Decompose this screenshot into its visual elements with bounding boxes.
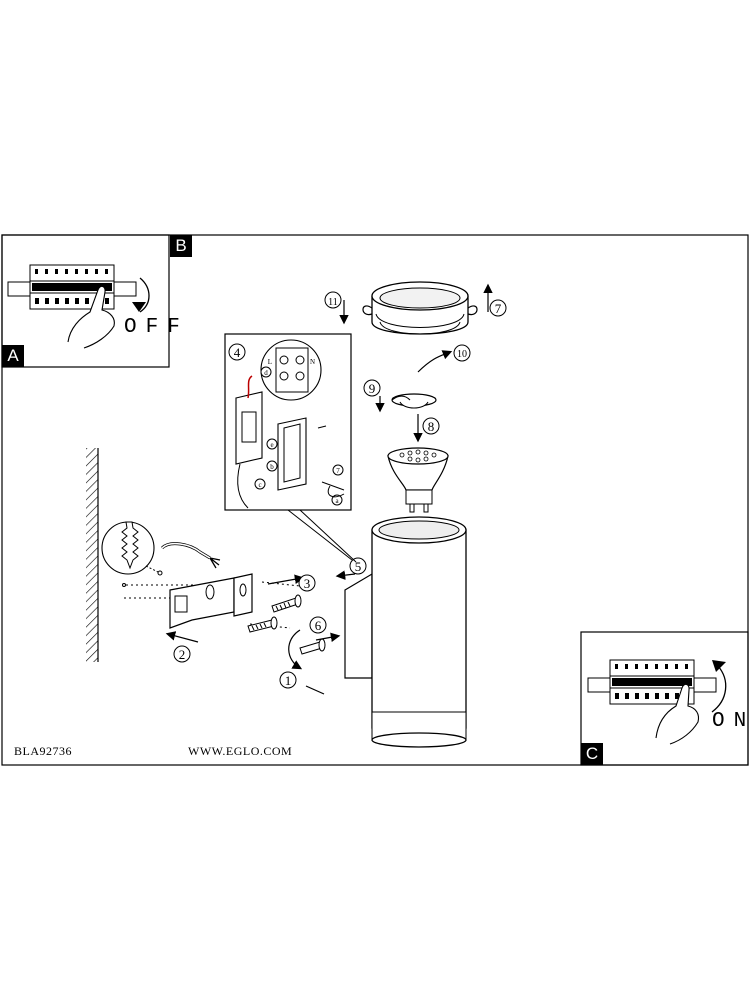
- terminal-l-label: L: [268, 358, 272, 366]
- hand-icon: [655, 683, 700, 745]
- screw-icon: [299, 638, 326, 655]
- lamp-body-icon: [344, 516, 467, 748]
- breaker-panel-icon: [7, 264, 137, 310]
- panel-c: [580, 631, 749, 766]
- step-4-number: 4: [234, 345, 241, 360]
- terminal-n-label: N: [310, 358, 315, 366]
- step-5-number: 5: [355, 559, 362, 574]
- breaker-panel-icon: [587, 659, 717, 705]
- panel-b: [1, 234, 170, 368]
- wall: [86, 448, 99, 662]
- panel-a-label: A: [2, 345, 24, 367]
- panel-b-label: B: [170, 235, 192, 257]
- step-11-number: 11: [328, 297, 338, 308]
- step-9-number: 9: [369, 381, 376, 396]
- glass-cover-icon: [371, 281, 469, 335]
- hand-icon: [67, 285, 115, 349]
- wiring-detail: 4 L N d e b c 7 a: [224, 333, 357, 563]
- rotate-arrow-icon: [139, 277, 150, 313]
- step-2-number: 2: [179, 647, 186, 662]
- screw-icon: [247, 616, 278, 633]
- step-markers: 3 2 6 1 5 7 11 10 9 8: [173, 291, 507, 689]
- detail-c-label: c: [258, 481, 261, 489]
- led-bulb-icon: [387, 447, 449, 513]
- step-8-number: 8: [428, 419, 435, 434]
- step-6-number: 6: [315, 618, 322, 633]
- detail-d-label: d: [264, 369, 268, 377]
- panel-c-label: C: [581, 743, 603, 765]
- step-1-number: 1: [285, 673, 292, 688]
- bracket-icon: [169, 573, 253, 629]
- rotate-arrow-icon: [711, 665, 727, 713]
- step-10-number: 10: [457, 349, 467, 360]
- detail-a-label: a: [335, 497, 339, 505]
- screw-icon: [271, 594, 302, 613]
- wall-plug-icon: [101, 521, 163, 576]
- detail-step-7-label: 7: [336, 467, 340, 475]
- off-text: OFF: [124, 316, 189, 339]
- detail-b-label: b: [270, 463, 274, 471]
- step-3-number: 3: [304, 576, 311, 591]
- model-number: BLA92736: [14, 744, 72, 758]
- step-7-number: 7: [495, 301, 502, 316]
- sheet-border: [1, 234, 749, 766]
- on-text: ON: [712, 710, 750, 733]
- website-text: WWW.EGLO.COM: [188, 744, 293, 758]
- detail-e-label: e: [270, 441, 273, 449]
